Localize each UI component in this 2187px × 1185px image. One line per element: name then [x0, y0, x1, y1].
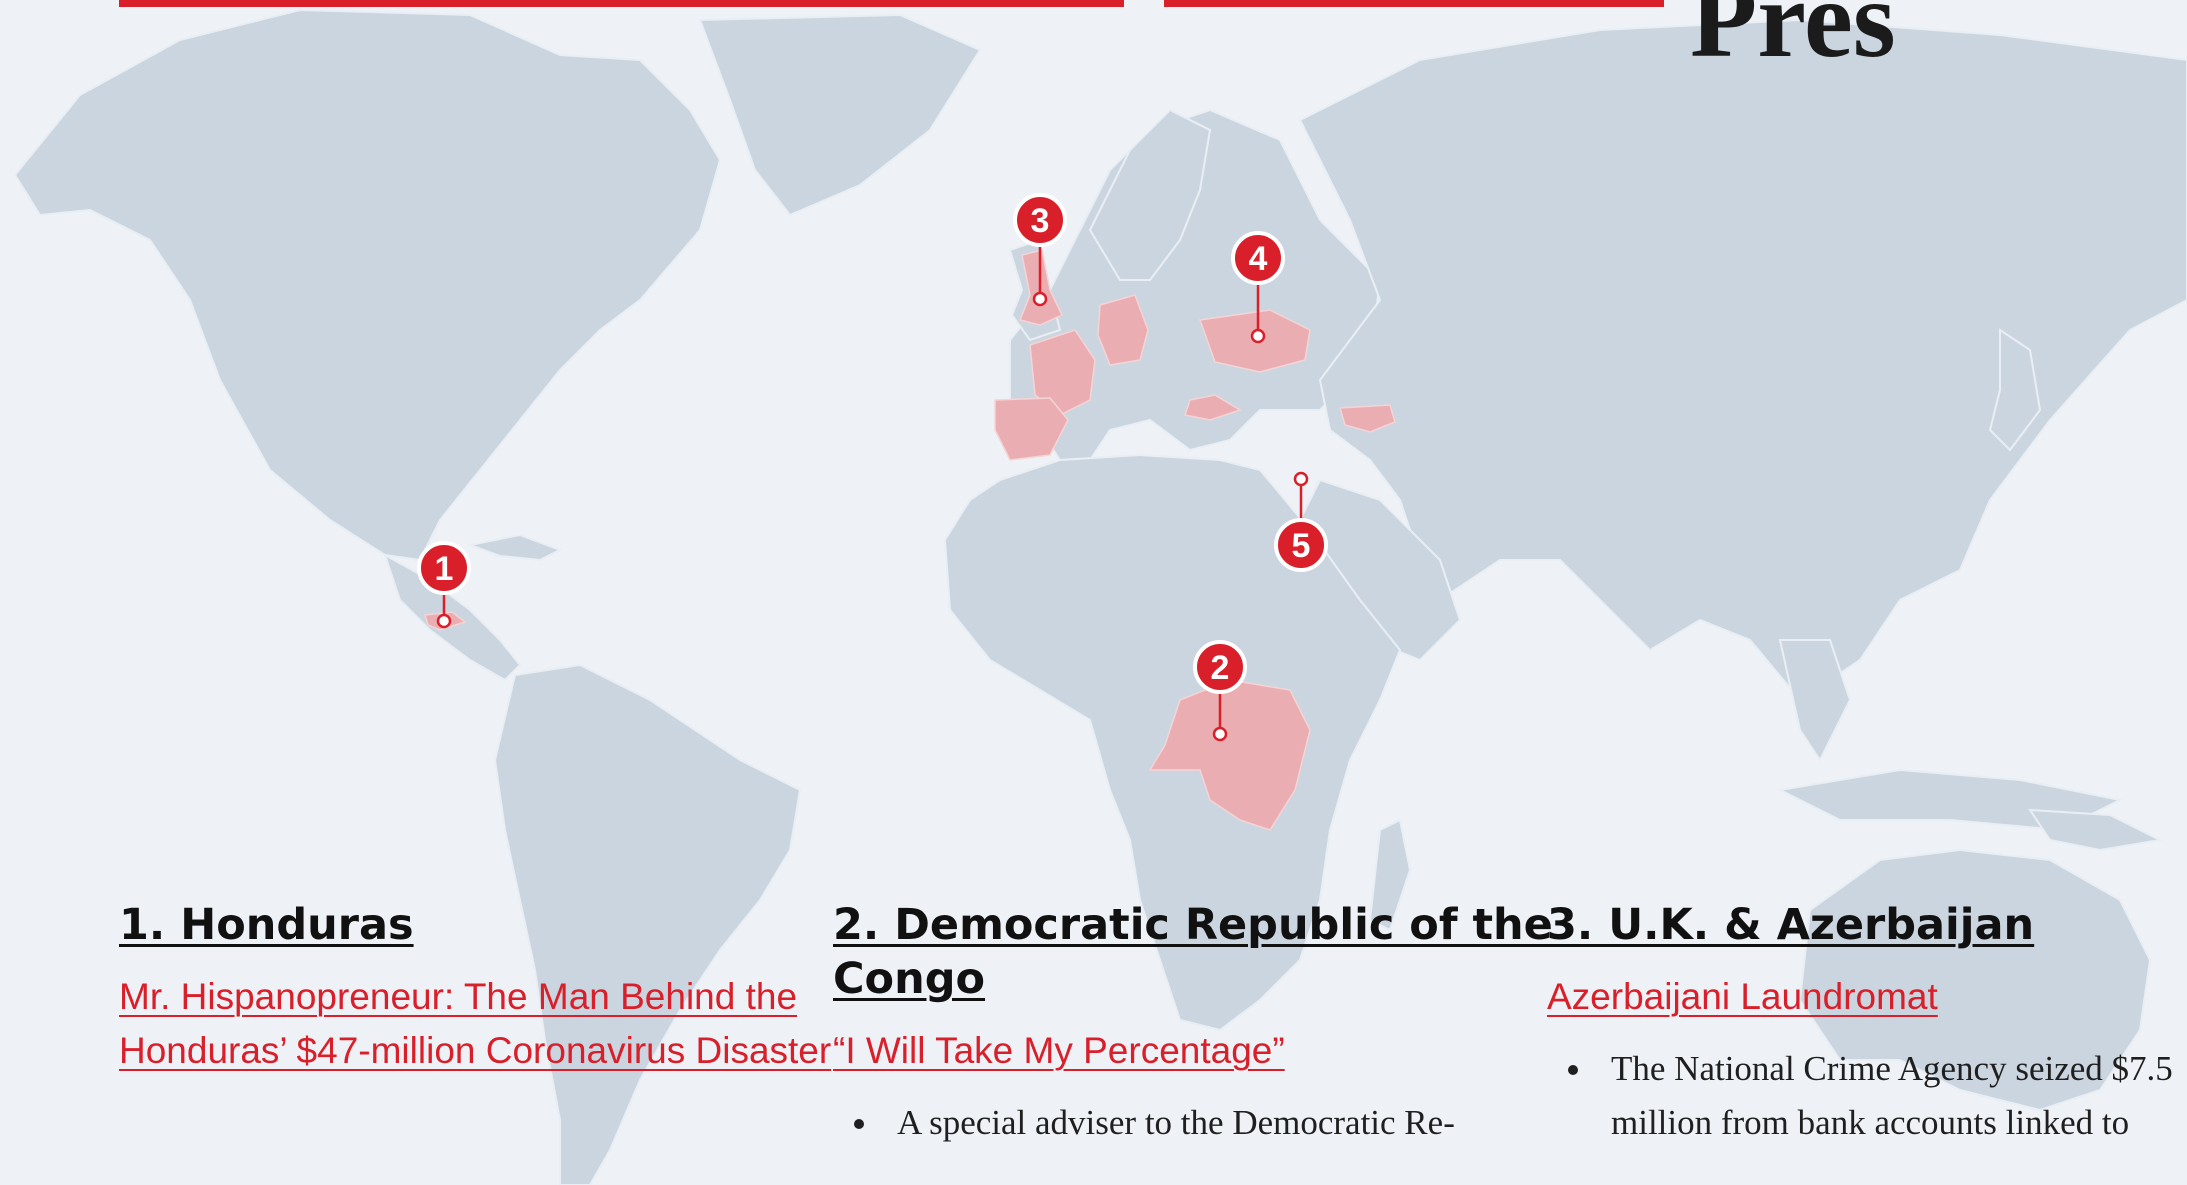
page-title-fragment: Pres: [1690, 0, 1896, 80]
land-north-america: [13, 8, 722, 562]
svg-text:2: 2: [1211, 649, 1230, 687]
land-australia: [1798, 848, 2152, 1112]
bullet-list: A special adviser to the Democratic Re-: [833, 1096, 1553, 1150]
bullet-item: A special adviser to the Democratic Re-: [881, 1096, 1553, 1150]
land-south-america: [493, 663, 802, 1185]
land-japan: [1988, 328, 2042, 452]
region-romania[interactable]: [1184, 394, 1242, 421]
region-drc[interactable]: [1148, 679, 1311, 831]
land-cuba: [466, 533, 563, 562]
region-france[interactable]: [1029, 329, 1096, 416]
map-marker-2[interactable]: 2: [1193, 640, 1247, 742]
region-spain[interactable]: [994, 397, 1069, 461]
section-heading[interactable]: 2. Democratic Republic of the Congo: [833, 900, 1553, 1004]
map-marker-3[interactable]: 3: [1013, 193, 1067, 307]
top-accent-bar-left: [119, 0, 1124, 7]
svg-text:5: 5: [1292, 527, 1311, 565]
story-link[interactable]: Mr. Hispanopreneur: The Man Behind the H…: [119, 976, 832, 1071]
bullet-list: The National Crime Agency seized $7.5 mi…: [1547, 1042, 2187, 1150]
top-accent-bar-right: [1164, 0, 1664, 7]
land-scandinavia: [1088, 108, 1212, 281]
story-link[interactable]: Azerbaijani Laundromat: [1547, 976, 1938, 1017]
section-uk-azerbaijan: 3. U.K. & Azerbaijan Azerbaijani Laundro…: [1547, 898, 2187, 1150]
svg-text:3: 3: [1031, 202, 1050, 240]
land-new-guinea: [2028, 808, 2164, 852]
svg-text:4: 4: [1249, 240, 1268, 278]
region-germany[interactable]: [1097, 294, 1149, 366]
land-madagascar: [1368, 818, 1412, 932]
map-marker-4[interactable]: 4: [1231, 231, 1285, 344]
bullet-item: The National Crime Agency seized $7.5 mi…: [1595, 1042, 2187, 1150]
land-greenland: [698, 13, 982, 217]
section-heading[interactable]: 1. Honduras: [119, 900, 414, 950]
region-azerbaijan[interactable]: [1339, 404, 1396, 433]
map-marker-5[interactable]: 5: [1274, 471, 1328, 572]
land-asia: [1298, 18, 2187, 702]
section-honduras: 1. Honduras Mr. Hispanopreneur: The Man …: [119, 898, 839, 1078]
land-indochina: [1778, 639, 1852, 762]
section-heading[interactable]: 3. U.K. & Azerbaijan: [1547, 900, 2035, 950]
svg-text:1: 1: [435, 550, 454, 588]
story-link[interactable]: “I Will Take My Percentage”: [833, 1030, 1285, 1071]
map-marker-1[interactable]: 1: [417, 541, 471, 629]
section-drc: 2. Democratic Republic of the Congo “I W…: [833, 898, 1553, 1150]
